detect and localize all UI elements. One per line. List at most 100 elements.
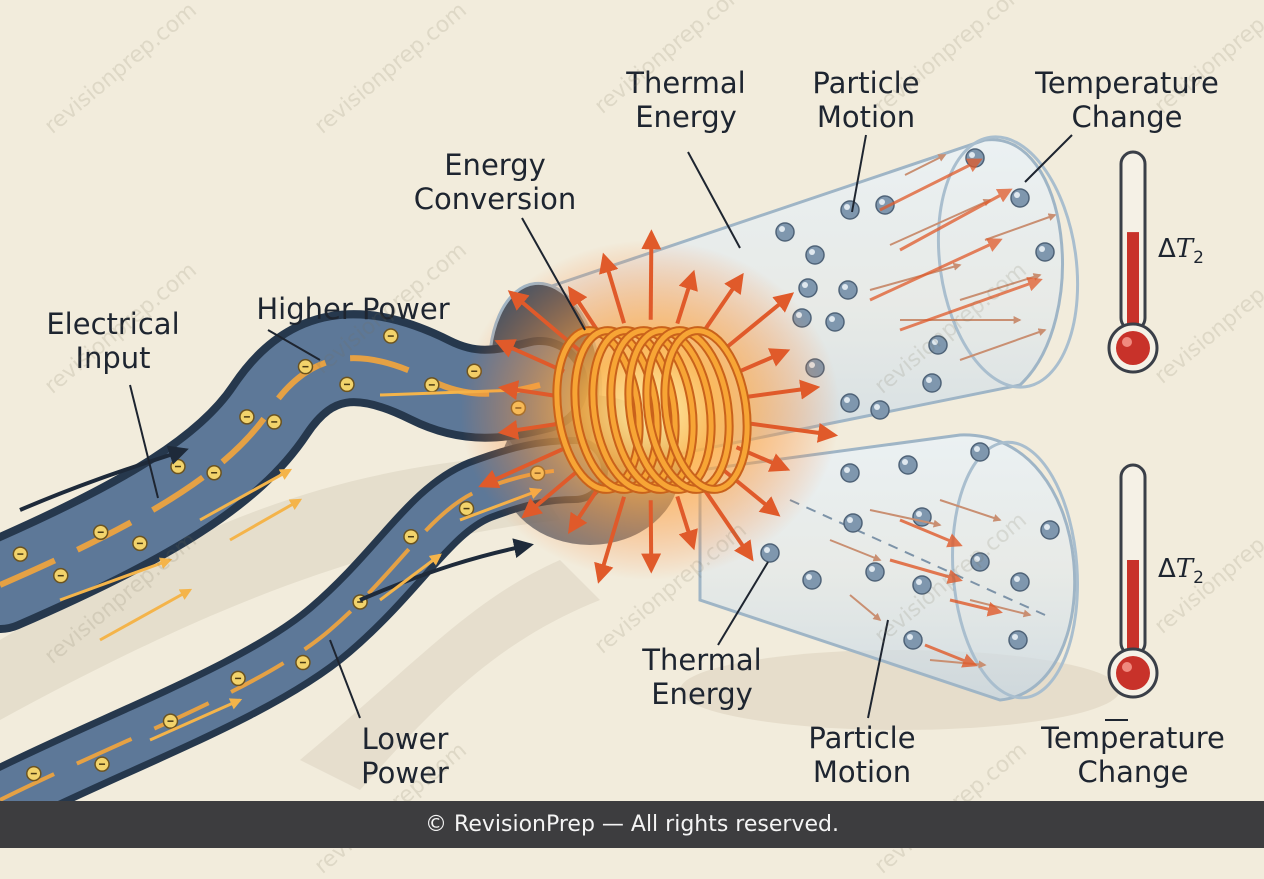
particle-icon [805, 245, 825, 265]
heat-arrow-icon [869, 238, 1003, 302]
particle-highlight [902, 459, 908, 465]
particle-motion-bottom-label: Particle Motion [808, 721, 916, 789]
particle-motion-top-label: Particle Motion [812, 66, 920, 134]
particle-motion-arrow-icon [939, 499, 1002, 522]
particle-highlight [1039, 246, 1045, 252]
heat-arrow-icon [599, 252, 626, 324]
thermometer-bulb-highlight [1122, 662, 1132, 672]
current-arrow-icon [229, 498, 303, 542]
particle-highlight [932, 339, 938, 345]
particle-highlight [1014, 192, 1020, 198]
particle-motion-arrow-icon [869, 262, 962, 291]
particle-highlight [1012, 634, 1018, 640]
particle-icon [775, 222, 795, 242]
heat-arrow-icon [735, 348, 791, 375]
current-arrow-icon [149, 698, 243, 742]
particle-icon [840, 393, 860, 413]
energy-conversion-label: Energy Conversion [413, 148, 577, 216]
particle-highlight [847, 517, 853, 523]
thermal-energy-top-label: Thermal Energy [626, 66, 746, 134]
heat-arrow-icon [899, 188, 1013, 252]
current-arrow-icon [199, 468, 293, 522]
particle-icon [870, 400, 890, 420]
particle-highlight [926, 377, 932, 383]
particle-highlight [874, 404, 880, 410]
particle-highlight [974, 556, 980, 562]
particle-motion-arrow-icon [829, 539, 882, 562]
heat-arrow-icon [675, 269, 698, 325]
diagram-illustration [0, 134, 1159, 833]
particle-highlight [916, 579, 922, 585]
particle-motion-arrow-icon [889, 198, 992, 246]
leader-line [717, 561, 769, 646]
particle-motion-arrow-icon [869, 509, 942, 528]
particle-icon [843, 513, 863, 533]
current-arrow-icon [59, 557, 173, 602]
heat-arrow-icon [494, 339, 565, 374]
heat-arrow-icon [743, 379, 821, 400]
label-leader-lines [129, 134, 1128, 721]
particle-icon [840, 463, 860, 483]
direction-arrow-icon [359, 538, 534, 602]
particle-highlight [869, 566, 875, 572]
particle-icon [898, 455, 918, 475]
thermometer-fill-top [1127, 232, 1139, 340]
particle-highlight [829, 316, 835, 322]
particle-icon [922, 373, 942, 393]
particle-icon [840, 200, 860, 220]
thermometer-fill-bottom [1127, 560, 1139, 665]
particle-icon [1008, 630, 1028, 650]
heating-coil [552, 326, 752, 494]
particle-highlight [969, 152, 975, 158]
temperature-change-bottom-label: Temperature Change [1041, 721, 1225, 789]
particle-highlight [802, 282, 808, 288]
current-arrow-icon [379, 553, 442, 602]
particle-icon [903, 630, 923, 650]
heat-arrow-icon [899, 276, 1043, 332]
heat-arrow-icon [879, 158, 983, 212]
particle-highlight [907, 634, 913, 640]
leader-line [267, 329, 321, 361]
current-arrow-icon [99, 588, 193, 642]
leader-line [129, 384, 159, 499]
particle-highlight [844, 204, 850, 210]
particle-icon [825, 312, 845, 332]
heat-arrow-icon [924, 643, 978, 668]
heat-arrow-icon [700, 272, 744, 336]
heat-arrow-icon [497, 380, 557, 400]
particle-icon [760, 543, 780, 563]
wire-shadow [300, 560, 600, 790]
higher-power-label: Higher Power [256, 292, 450, 326]
particle-highlight [879, 199, 885, 205]
particle-highlight [809, 249, 815, 255]
heat-arrow-icon [521, 468, 581, 519]
particle-motion-arrow-icon [959, 328, 1047, 361]
heat-arrow-icon [743, 420, 839, 443]
thermometer-bulb-highlight [1122, 337, 1132, 347]
particle-highlight [764, 547, 770, 553]
particle-motion-arrow-icon [904, 154, 947, 176]
leader-line [687, 151, 741, 249]
electrical-input-label: Electrical Input [46, 307, 180, 375]
leader-line [1024, 134, 1073, 183]
coil-loop [662, 328, 750, 492]
particle-icon [838, 280, 858, 300]
leader-line [851, 134, 867, 213]
particle-icon [970, 442, 990, 462]
heat-arrow-icon [567, 485, 602, 534]
heat-arrow-icon [641, 500, 662, 574]
heat-arrow-icon [497, 420, 557, 440]
heat-arrow-icon [478, 446, 565, 489]
thermometer-bulb-fill [1116, 656, 1150, 690]
heat-arrow-icon [641, 229, 662, 320]
particle-icon [1035, 242, 1055, 262]
heat-arrow-icon [594, 496, 626, 584]
thermometer-group [1107, 150, 1159, 699]
particle-highlight [1044, 524, 1050, 530]
particle-highlight [1014, 576, 1020, 582]
particle-highlight [844, 467, 850, 473]
particle-highlight [974, 446, 980, 452]
lower-power-label: Lower Power [361, 722, 449, 790]
heat-arrow-icon [700, 484, 754, 562]
copyright-footer: © RevisionPrep — All rights reserved. [0, 801, 1264, 848]
